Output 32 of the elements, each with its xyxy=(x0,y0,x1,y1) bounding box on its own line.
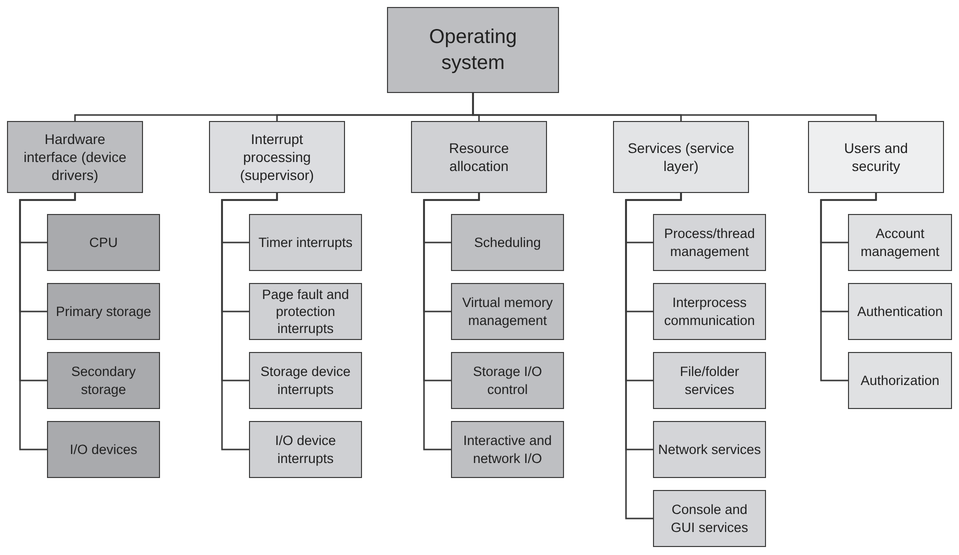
item-box: Interprocess communication xyxy=(653,283,766,340)
item-box: Authentication xyxy=(848,283,952,340)
category-box: Interrupt processing (supervisor) xyxy=(209,121,345,193)
connector-line xyxy=(19,193,76,450)
item-box: Secondary storage xyxy=(47,352,160,409)
item-box: Virtual memory management xyxy=(451,283,564,340)
category-box: Resource allocation xyxy=(411,121,547,193)
connector-line xyxy=(472,93,877,121)
connector-line xyxy=(221,193,278,450)
category-box: Users and security xyxy=(808,121,944,193)
item-box: I/O devices xyxy=(47,421,160,478)
connector-line xyxy=(625,193,682,520)
item-box: Authorization xyxy=(848,352,952,409)
category-box: Services (service layer) xyxy=(613,121,749,193)
item-box: Page fault and protection interrupts xyxy=(249,283,362,340)
item-box: Primary storage xyxy=(47,283,160,340)
item-box: Storage device interrupts xyxy=(249,352,362,409)
item-box: Storage I/O control xyxy=(451,352,564,409)
category-box: Hardware interface (device drivers) xyxy=(7,121,143,193)
item-box: File/folder services xyxy=(653,352,766,409)
item-box: Process/thread management xyxy=(653,214,766,271)
item-box: I/O device interrupts xyxy=(249,421,362,478)
item-box: Account management xyxy=(848,214,952,271)
connector-line xyxy=(820,193,877,382)
item-box: Console and GUI services xyxy=(653,490,766,547)
item-box: Scheduling xyxy=(451,214,564,271)
item-box: Timer interrupts xyxy=(249,214,362,271)
item-box: Network services xyxy=(653,421,766,478)
connector-line xyxy=(423,193,480,450)
root-box: Operating system xyxy=(387,7,559,93)
item-box: Interactive and network I/O xyxy=(451,421,564,478)
item-box: CPU xyxy=(47,214,160,271)
